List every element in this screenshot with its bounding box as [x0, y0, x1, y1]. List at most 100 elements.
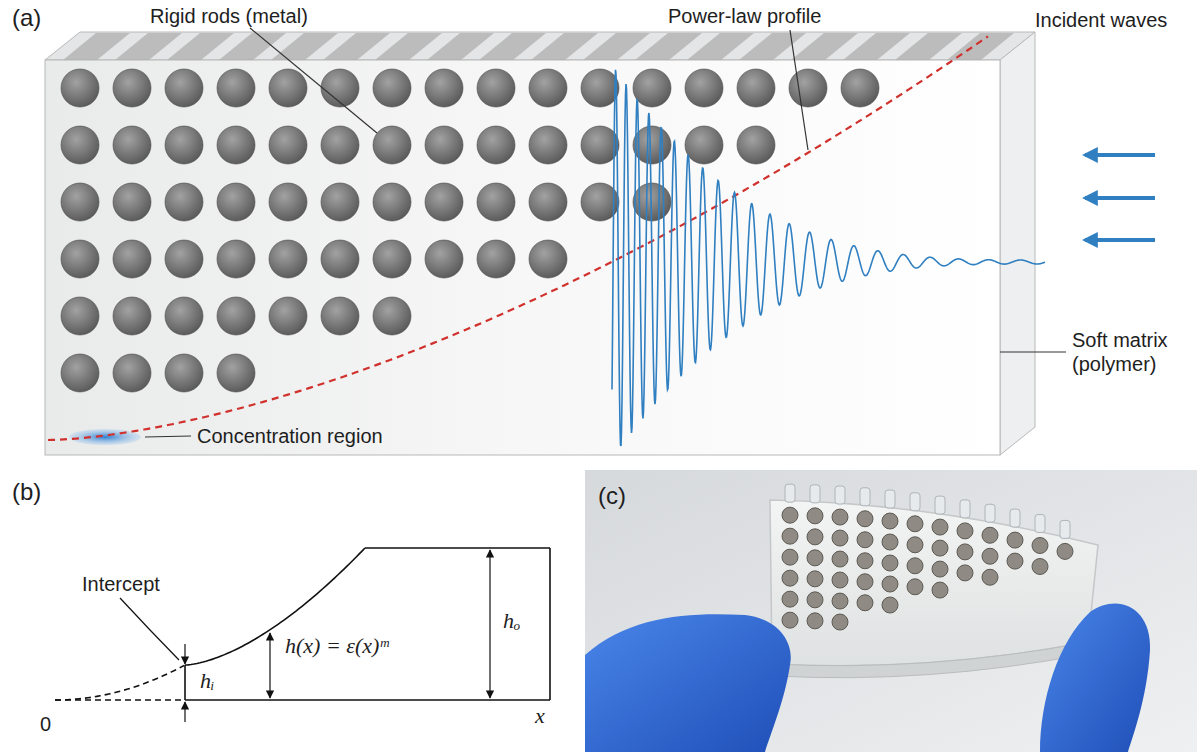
metal-rod	[737, 69, 775, 107]
metal-rod	[782, 549, 798, 565]
rod-end	[960, 500, 970, 518]
metal-rod	[373, 69, 411, 107]
metal-rod	[477, 69, 515, 107]
metal-rod	[529, 240, 567, 278]
metal-rod	[529, 126, 567, 164]
incident-arrow	[1085, 238, 1155, 242]
metal-rod	[269, 297, 307, 335]
front-face	[45, 60, 1000, 455]
metal-rod	[782, 528, 798, 544]
metal-rod	[857, 532, 873, 548]
metal-rod	[165, 297, 203, 335]
slab-edge	[772, 642, 1088, 678]
incident-arrow	[1085, 196, 1155, 200]
metal-rod	[685, 126, 723, 164]
panel-letter: (b)	[12, 478, 41, 507]
metal-rod	[217, 297, 255, 335]
metal-rod	[113, 240, 151, 278]
leader-line	[120, 598, 179, 660]
metal-rod	[907, 537, 923, 553]
metal-rod	[113, 297, 151, 335]
wave-signal	[612, 70, 1045, 446]
right-edge	[549, 548, 551, 700]
metal-rod	[882, 513, 898, 529]
metal-rod	[217, 126, 255, 164]
metal-rod	[165, 183, 203, 221]
polymer-slab	[770, 500, 1098, 666]
rod-end	[985, 504, 995, 522]
metal-rod	[61, 297, 99, 335]
part-label: Rigid rods (metal)	[150, 4, 308, 28]
callout-label: Intercept	[82, 572, 160, 596]
top-face	[45, 32, 1035, 60]
gloved-hand	[1040, 603, 1150, 752]
intercept-edge	[184, 665, 186, 700]
metal-rod	[61, 240, 99, 278]
rod-end	[835, 486, 845, 504]
leader-line	[790, 30, 808, 150]
part-label: Incident waves	[1035, 8, 1167, 32]
metal-rod	[932, 519, 948, 535]
axis-line	[185, 699, 550, 701]
metal-rod	[685, 69, 723, 107]
metal-rod	[529, 69, 567, 107]
metamaterial-block	[45, 28, 1155, 455]
metal-rod	[957, 565, 973, 581]
metal-rod	[782, 612, 798, 628]
metal-rod	[882, 534, 898, 550]
metal-rod	[1057, 543, 1073, 559]
rod-end	[910, 493, 920, 511]
metal-rod	[807, 508, 823, 524]
metal-rod	[832, 572, 848, 588]
metal-rod	[882, 576, 898, 592]
metal-rod	[982, 527, 998, 543]
metal-rod	[217, 183, 255, 221]
metal-rod	[957, 544, 973, 560]
rod-end	[935, 496, 945, 514]
metal-rod	[832, 551, 848, 567]
metal-rod	[782, 507, 798, 523]
metal-rod	[907, 516, 923, 532]
metal-rod	[113, 126, 151, 164]
metal-rod	[425, 69, 463, 107]
top-edge	[365, 547, 550, 549]
rod-end	[1035, 514, 1045, 532]
metal-rod	[113, 69, 151, 107]
metal-rod	[373, 297, 411, 335]
metal-rod	[477, 240, 515, 278]
metal-rod	[807, 550, 823, 566]
axis-label: 0	[40, 712, 51, 736]
metal-rod	[373, 126, 411, 164]
metal-rod	[217, 69, 255, 107]
metal-rod	[321, 297, 359, 335]
power-law-profile	[48, 36, 988, 440]
metal-rod	[907, 579, 923, 595]
metal-rod	[857, 553, 873, 569]
metal-rod	[581, 69, 619, 107]
dimension-arrow	[184, 702, 185, 722]
metal-rod	[782, 570, 798, 586]
metal-rod	[217, 354, 255, 392]
metal-rod	[832, 530, 848, 546]
metal-rod	[165, 354, 203, 392]
metal-rod	[269, 183, 307, 221]
metal-rod	[321, 240, 359, 278]
leader-line	[1000, 351, 1066, 352]
metal-rod	[529, 183, 567, 221]
metal-rod	[882, 597, 898, 613]
rod-end	[1060, 520, 1070, 538]
rod-top	[115, 33, 182, 60]
metal-rod	[477, 183, 515, 221]
metal-rod	[217, 240, 255, 278]
rod-end	[785, 484, 795, 502]
rod-end	[1010, 509, 1020, 527]
metal-rod	[807, 529, 823, 545]
photo-ground	[585, 470, 1197, 752]
metal-rod	[857, 511, 873, 527]
metal-rod	[61, 126, 99, 164]
metal-rod	[269, 69, 307, 107]
axis-label: x	[535, 703, 545, 729]
metal-rod	[269, 126, 307, 164]
metal-rod	[932, 540, 948, 556]
metal-rod	[789, 69, 827, 107]
